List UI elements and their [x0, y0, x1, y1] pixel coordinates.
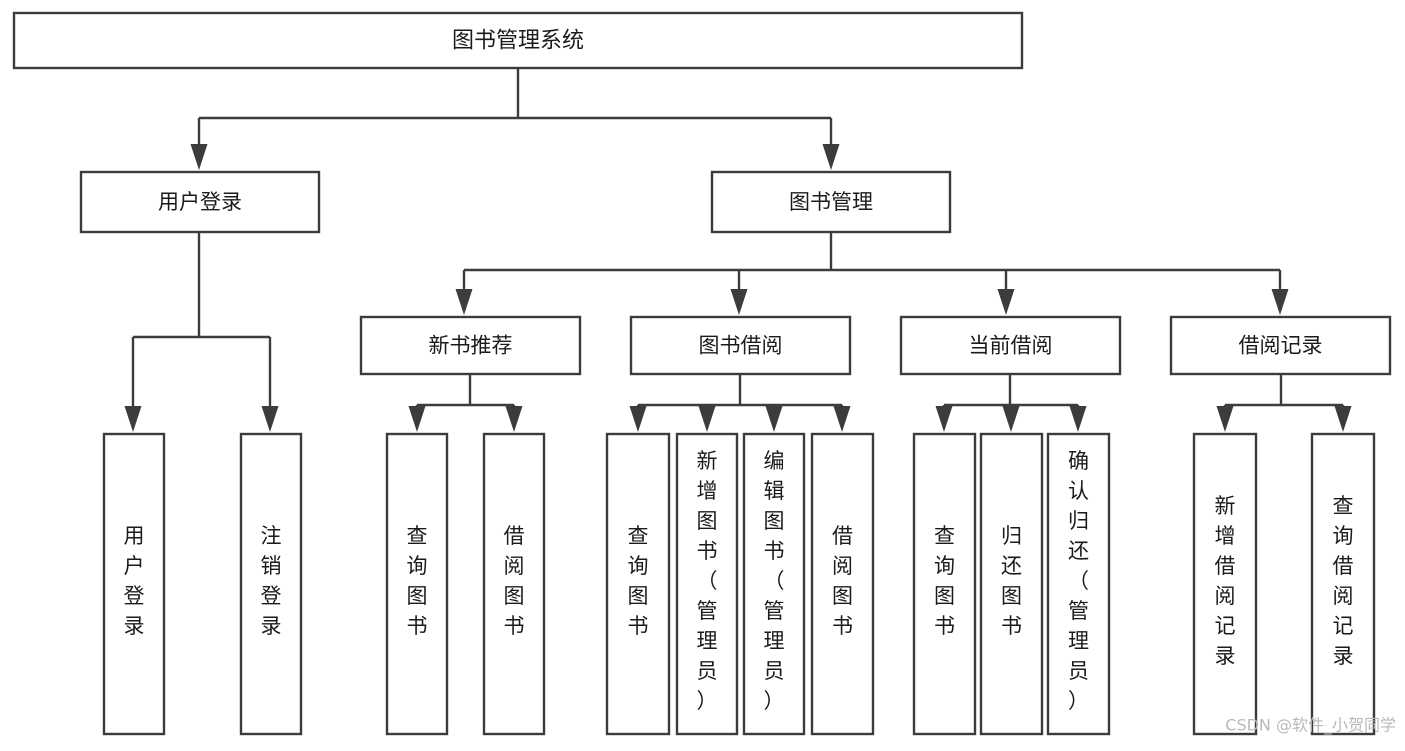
node-label-leaf-return-book: 归还图书: [1001, 524, 1022, 638]
node-box-leaf-query-book-borrow[interactable]: [605, 432, 671, 736]
node-box-new-book-recommend[interactable]: [359, 315, 582, 376]
node-leaf-confirm-return[interactable]: 确认归还（管理员）: [1046, 432, 1111, 736]
book-manage-branch-arrow-3: [1271, 289, 1289, 315]
node-label-root: 图书管理系统: [452, 29, 584, 54]
watermark-layer: CSDN @软件_小贺同学: [1225, 716, 1396, 736]
node-new-book-recommend[interactable]: 新书推荐: [359, 315, 582, 376]
node-layer: 图书管理系统用户登录图书管理新书推荐图书借阅当前借阅借阅记录用户登录注销登录查询…: [12, 11, 1392, 736]
node-label-leaf-borrow-book-rec: 借阅图书: [504, 524, 525, 638]
group-book-borrow-branch-arrow-2: [765, 406, 783, 432]
group-borrow-record-branch-arrow-0: [1216, 406, 1234, 432]
node-box-user-login[interactable]: [79, 170, 321, 234]
node-box-leaf-query-book-rec[interactable]: [385, 432, 449, 736]
node-box-leaf-query-book-cur[interactable]: [912, 432, 977, 736]
group-book-borrow-branch-arrow-0: [629, 406, 647, 432]
node-label-book-manage: 图书管理: [789, 190, 873, 214]
group-current-borrow-branch-arrow-1: [1002, 406, 1020, 432]
node-borrow-record[interactable]: 借阅记录: [1169, 315, 1392, 376]
node-box-book-manage[interactable]: [710, 170, 952, 234]
node-leaf-borrow-book[interactable]: 借阅图书: [810, 432, 875, 736]
node-leaf-user-login[interactable]: 用户登录: [102, 432, 166, 736]
group-book-borrow-branch-arrow-3: [833, 406, 851, 432]
book-manage-branch-arrow-1: [730, 289, 748, 315]
node-label-leaf-query-book-borrow: 查询图书: [628, 524, 649, 638]
node-label-leaf-edit-book: 编辑图书（管理员）: [764, 449, 785, 713]
node-leaf-borrow-book-rec[interactable]: 借阅图书: [482, 432, 546, 736]
node-label-leaf-logout: 注销登录: [261, 524, 282, 638]
node-box-leaf-borrow-book[interactable]: [810, 432, 875, 736]
node-leaf-query-book-borrow[interactable]: 查询图书: [605, 432, 671, 736]
node-box-leaf-add-record[interactable]: [1192, 432, 1258, 736]
node-box-leaf-query-record[interactable]: [1310, 432, 1376, 736]
node-label-new-book-recommend: 新书推荐: [429, 334, 513, 358]
node-leaf-return-book[interactable]: 归还图书: [979, 432, 1044, 736]
book-manage-branch-arrow-2: [997, 289, 1015, 315]
group-borrow-record-branch-arrow-1: [1334, 406, 1352, 432]
node-book-borrow[interactable]: 图书借阅: [629, 315, 852, 376]
node-label-current-borrow: 当前借阅: [969, 334, 1053, 358]
node-box-leaf-borrow-book-rec[interactable]: [482, 432, 546, 736]
node-user-login[interactable]: 用户登录: [79, 170, 321, 234]
node-label-leaf-user-login: 用户登录: [124, 524, 145, 638]
node-root[interactable]: 图书管理系统: [12, 11, 1024, 70]
node-leaf-add-book[interactable]: 新增图书（管理员）: [675, 432, 739, 736]
node-leaf-add-record[interactable]: 新增借阅记录: [1192, 432, 1258, 736]
group-current-borrow-branch-arrow-2: [1069, 406, 1087, 432]
node-box-leaf-logout[interactable]: [239, 432, 303, 736]
root-branch-arrow-0: [190, 144, 208, 170]
book-manage-branch-arrow-0: [455, 289, 473, 315]
node-leaf-query-book-cur[interactable]: 查询图书: [912, 432, 977, 736]
node-label-leaf-borrow-book: 借阅图书: [832, 524, 853, 638]
node-box-leaf-confirm-return[interactable]: [1046, 432, 1111, 736]
node-box-book-borrow[interactable]: [629, 315, 852, 376]
node-leaf-query-record[interactable]: 查询借阅记录: [1310, 432, 1376, 736]
group-current-borrow-branch-arrow-0: [935, 406, 953, 432]
group-new-book-branch-arrow-0: [408, 406, 426, 432]
node-box-current-borrow[interactable]: [899, 315, 1122, 376]
connector-layer: [124, 68, 1352, 432]
node-box-leaf-edit-book[interactable]: [742, 432, 806, 736]
node-label-book-borrow: 图书借阅: [699, 334, 783, 358]
node-box-leaf-return-book[interactable]: [979, 432, 1044, 736]
node-leaf-edit-book[interactable]: 编辑图书（管理员）: [742, 432, 806, 736]
node-box-leaf-user-login[interactable]: [102, 432, 166, 736]
user-login-branch-arrow-1: [261, 406, 279, 432]
node-leaf-query-book-rec[interactable]: 查询图书: [385, 432, 449, 736]
node-label-borrow-record: 借阅记录: [1239, 334, 1323, 358]
node-label-leaf-query-book-rec: 查询图书: [407, 524, 428, 638]
csdn-watermark: CSDN @软件_小贺同学: [1225, 716, 1396, 736]
node-label-leaf-add-book: 新增图书（管理员）: [697, 449, 718, 713]
node-label-user-login: 用户登录: [158, 190, 242, 214]
node-leaf-logout[interactable]: 注销登录: [239, 432, 303, 736]
node-label-leaf-confirm-return: 确认归还（管理员）: [1068, 449, 1089, 713]
node-box-borrow-record[interactable]: [1169, 315, 1392, 376]
node-box-leaf-add-book[interactable]: [675, 432, 739, 736]
node-label-leaf-add-record: 新增借阅记录: [1215, 494, 1236, 668]
root-branch-arrow-1: [822, 144, 840, 170]
user-login-branch-arrow-0: [124, 406, 142, 432]
node-box-root[interactable]: [12, 11, 1024, 70]
node-book-manage[interactable]: 图书管理: [710, 170, 952, 234]
node-current-borrow[interactable]: 当前借阅: [899, 315, 1122, 376]
node-label-leaf-query-book-cur: 查询图书: [934, 524, 955, 638]
group-book-borrow-branch-arrow-1: [698, 406, 716, 432]
node-label-leaf-query-record: 查询借阅记录: [1333, 494, 1354, 668]
group-new-book-branch-arrow-1: [505, 406, 523, 432]
